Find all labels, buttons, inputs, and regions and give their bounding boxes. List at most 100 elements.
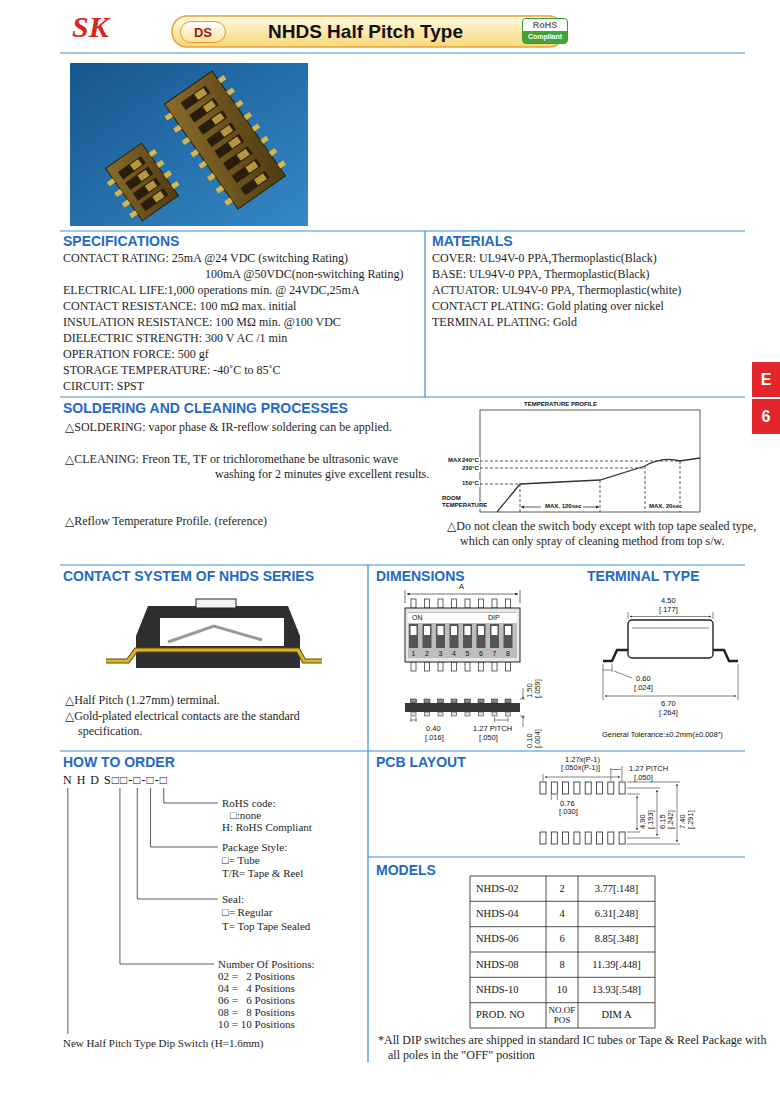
- switch-top-view: [465, 626, 471, 635]
- switch-top-view: [452, 662, 457, 671]
- switch-side-view: [451, 699, 457, 703]
- switch-top-view: [436, 624, 445, 648]
- section-heading: MODELS: [376, 862, 436, 879]
- tab-text: E: [761, 370, 772, 389]
- switch-top-view: [478, 626, 484, 635]
- switch-top-view: [506, 662, 511, 671]
- spec-text: △SOLDERING: vapor phase & IR-reflow sold…: [65, 420, 425, 435]
- terminal-type-drawing: [603, 664, 738, 700]
- models-table-grid: [470, 876, 655, 1028]
- switch-side-view: [465, 712, 470, 716]
- switch-side-view: [495, 717, 509, 722]
- switch-top-view: [479, 662, 484, 671]
- product-photo: [171, 181, 180, 189]
- dimension-label: [.016]: [425, 734, 444, 743]
- switch-top-view: [451, 626, 457, 635]
- graph-label: 240°C: [461, 457, 480, 464]
- product-photo: [140, 188, 168, 211]
- spec-text: 100mA @50VDC(non-switching Rating): [205, 267, 403, 282]
- pcb-layout-drawing: [540, 782, 625, 844]
- switch-top-view: [465, 662, 470, 671]
- dimension-label: [.050x(P-1)]: [561, 764, 600, 773]
- product-photo: [106, 143, 179, 221]
- table-cell: 10: [547, 984, 577, 996]
- header-band: [172, 16, 564, 47]
- section-heading: HOW TO ORDER: [63, 754, 175, 771]
- table-cell: NO.OF POS: [547, 1005, 577, 1025]
- product-photo: [235, 100, 244, 108]
- tab-text: 6: [762, 407, 771, 426]
- spec-text: CONTACT PLATING: Gold plating over nicke…: [432, 299, 664, 314]
- graph-label: ROOM: [441, 495, 462, 502]
- pcb-layout-drawing: [657, 790, 658, 836]
- product-photo: [194, 88, 207, 100]
- contact-system-illustration: [196, 599, 236, 608]
- product-photo: [137, 170, 149, 181]
- graph-label: 150°C: [461, 480, 480, 487]
- dimension-label: [.242]: [667, 810, 676, 829]
- spec-text: ELECTRICAL LIFE:1,000 operations min. @ …: [63, 283, 360, 298]
- switch-side-view: [424, 699, 430, 703]
- section-heading: SPECIFICATIONS: [63, 233, 179, 250]
- section-heading: DIMENSIONS: [376, 568, 465, 585]
- product-photo: [216, 185, 225, 193]
- order-option: 08 = 8 Positions: [218, 1006, 295, 1018]
- switch-side-view: [492, 699, 498, 703]
- category-tag: DS: [180, 21, 226, 43]
- product-photo: [211, 113, 224, 125]
- tolerance-note: General Tolerance:±0.2mm(±0.008"): [602, 731, 723, 740]
- spec-text: INSULATION RESISTANCE: 100 MΩ min. @100 …: [63, 315, 341, 330]
- product-photo: [203, 100, 216, 112]
- product-photo: [218, 75, 227, 83]
- terminal-type-drawing: [628, 620, 713, 658]
- switch-marking: DIP: [488, 614, 500, 622]
- pcb-layout-drawing: [611, 769, 621, 770]
- switch-side-view: [411, 712, 511, 716]
- order-option: 06 = 6 Positions: [218, 994, 295, 1006]
- switch-side-view: [492, 712, 497, 716]
- table-cell: NHDS-06: [476, 933, 544, 945]
- product-photo: [129, 210, 138, 218]
- switch-side-view: [410, 688, 525, 727]
- dimension-label: [.264]: [659, 709, 678, 718]
- switch-side-view: [478, 699, 484, 703]
- switch-top-view: [492, 626, 498, 635]
- table-cell: 11.39[.448]: [579, 959, 654, 971]
- table-cell: 6.31[.248]: [579, 908, 654, 920]
- models-table-grid: [470, 876, 655, 1028]
- order-option: □= Tube: [222, 854, 260, 866]
- product-photo: [165, 112, 174, 120]
- switch-top-view: [407, 594, 518, 595]
- switch-top-view: [424, 626, 430, 635]
- brand-logo: SK: [72, 10, 109, 44]
- badge-text: RoHS: [533, 19, 558, 31]
- switch-top-view: [409, 624, 513, 648]
- dimension-label: 1.27 PITCH: [473, 725, 512, 734]
- product-photo: [269, 148, 278, 156]
- table-cell: 4: [547, 908, 577, 920]
- product-photo: [207, 173, 216, 181]
- pcb-layout-drawing: [545, 777, 620, 778]
- switch-top-view: [411, 662, 416, 671]
- series-description: New Half Pitch Type Dip Switch (H=1.6mm): [63, 1037, 263, 1049]
- order-leader-line: [67, 788, 68, 1034]
- switch-side-view: [505, 699, 511, 703]
- section-heading: TERMINAL TYPE: [587, 568, 700, 585]
- terminal-type-drawing: [603, 612, 738, 700]
- switch-side-view: [405, 703, 520, 712]
- switch-side-view: [520, 699, 525, 716]
- models-table-grid: [546, 876, 578, 1028]
- pcb-layout-drawing: [563, 832, 569, 844]
- switch-top-view: [438, 626, 444, 635]
- dimension-label: 0.40: [426, 725, 441, 734]
- dimension-label: [.291]: [687, 810, 696, 829]
- section-heading: SOLDERING AND CLEANING PROCESSES: [63, 400, 348, 417]
- product-photo: [100, 139, 184, 225]
- order-option: 02 = 2 Positions: [218, 970, 295, 982]
- order-option: T= Top Tape Sealed: [222, 920, 310, 932]
- pcb-layout-drawing: [543, 766, 680, 844]
- switch-top-view: [506, 599, 511, 608]
- switch-top-view: [479, 599, 484, 608]
- tag-text: DS: [194, 25, 212, 40]
- pcb-layout-drawing: [585, 832, 591, 844]
